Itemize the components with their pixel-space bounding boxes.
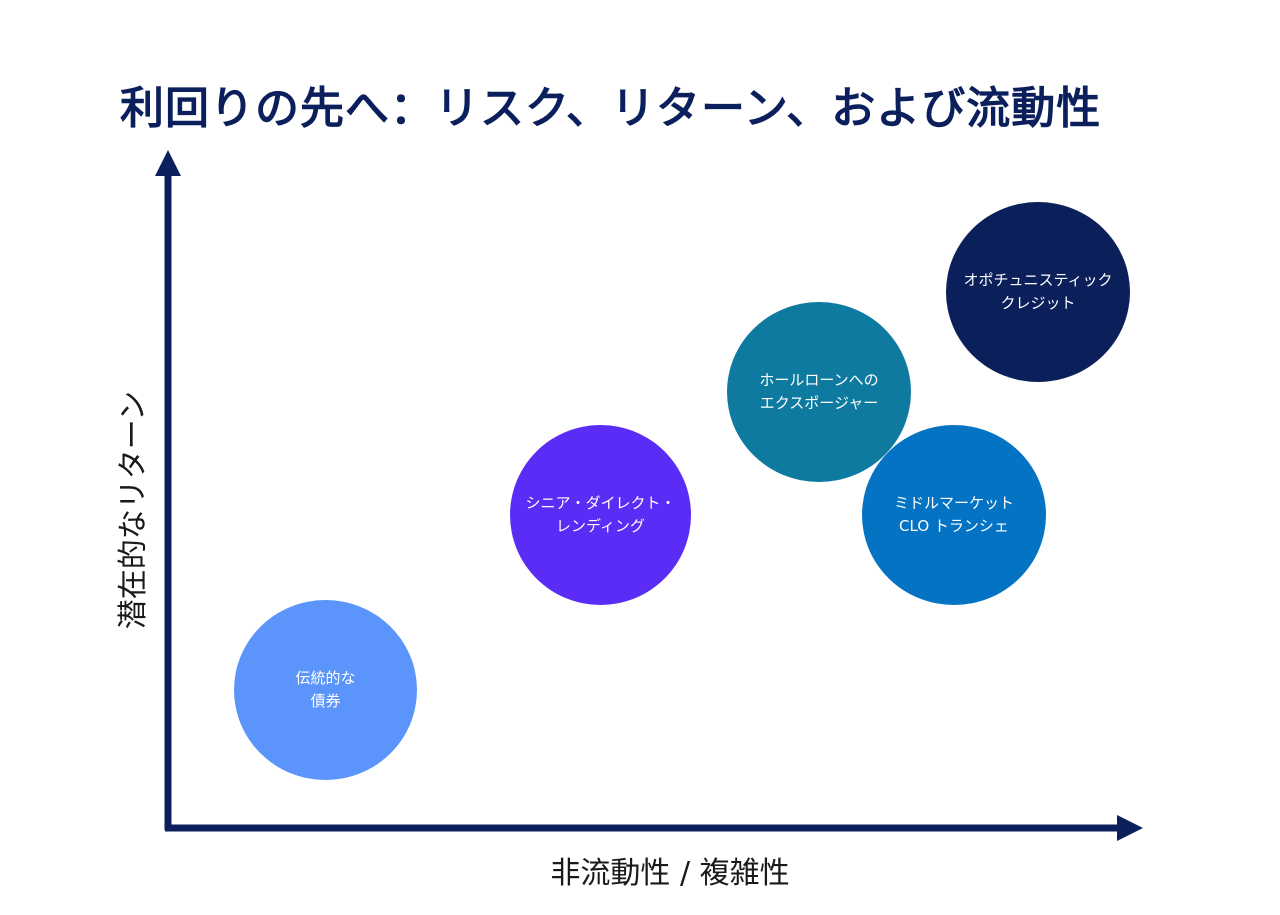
bubble-senior-direct-lending: シニア・ダイレクト・ レンディング <box>510 425 691 605</box>
x-axis-arrow <box>1117 815 1143 841</box>
bubble-label: シニア・ダイレクト・ レンディング <box>525 494 676 535</box>
bubble-traditional-bonds: 伝統的な 債券 <box>234 600 417 780</box>
y-axis-label: 潜在的なリターン <box>116 390 151 630</box>
bubble-label: オポチュニスティック クレジット <box>963 271 1113 312</box>
bubble-label: 伝統的な 債券 <box>295 669 356 710</box>
x-axis-label: 非流動性 / 複雑性 <box>550 856 790 891</box>
bubble-label: ミドルマーケット CLO トランシェ <box>893 494 1014 535</box>
bubble-middle-market-clo: ミドルマーケット CLO トランシェ <box>862 425 1046 605</box>
bubble-label: ホールローンへの エクスポージャー <box>759 371 879 412</box>
y-axis-arrow <box>155 150 181 176</box>
bubble-whole-loan-exposure: ホールローンへの エクスポージャー <box>727 302 911 482</box>
bubble-opportunistic-credit: オポチュニスティック クレジット <box>946 202 1130 382</box>
page-title: 利回りの先へ：リスク、リターン、および流動性 <box>120 83 1102 134</box>
